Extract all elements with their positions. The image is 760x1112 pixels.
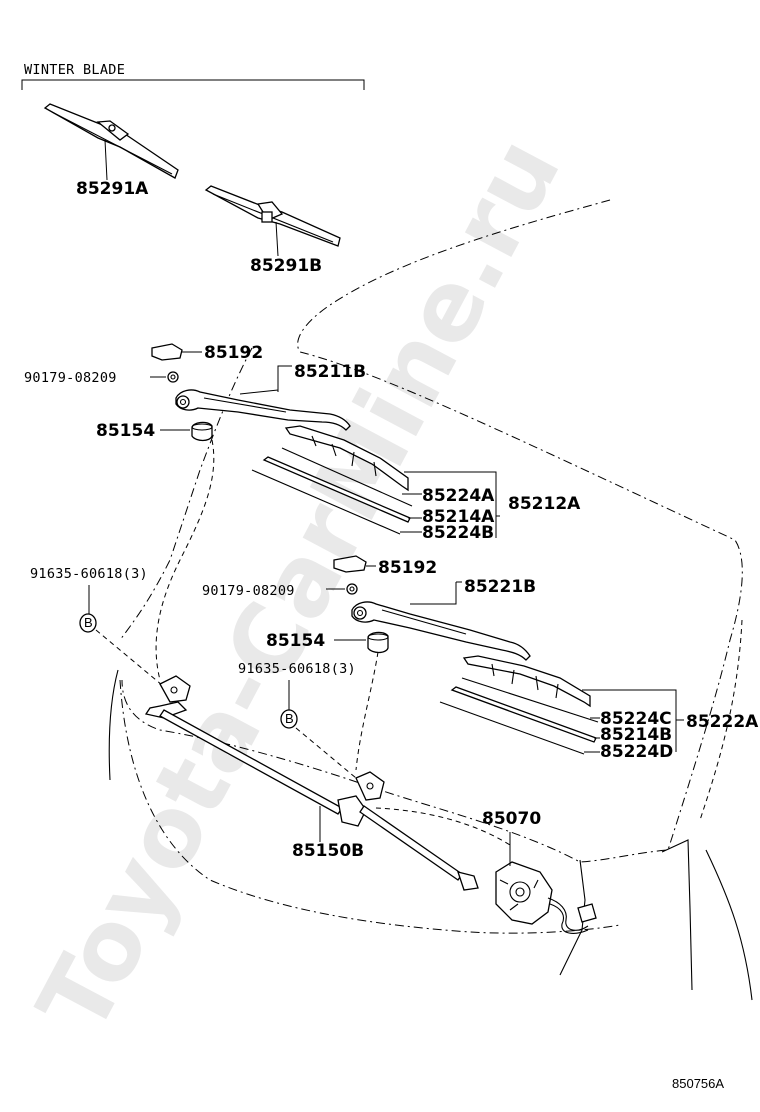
label-85291a[interactable]: 85291A	[76, 179, 149, 199]
leader-85211b	[239, 365, 292, 395]
label-85224b[interactable]: 85224B	[422, 523, 494, 543]
bolt-91635-a-icon[interactable]: B	[79, 613, 97, 633]
label-85214b[interactable]: 85214B	[600, 725, 672, 745]
label-85211b[interactable]: 85211B	[294, 362, 366, 382]
label-91635-a[interactable]: 91635-60618(3)	[30, 566, 148, 582]
section-title: WINTER BLADE	[24, 62, 125, 78]
leader-85291b	[275, 221, 279, 257]
svg-text:B: B	[84, 615, 93, 630]
pivot-seal-85154-b[interactable]	[367, 631, 389, 654]
label-85212a[interactable]: 85212A	[508, 494, 581, 514]
body-edge-left	[108, 669, 119, 781]
pivot-seal-85154-a[interactable]	[191, 421, 213, 442]
bracket-85222a	[582, 689, 684, 752]
pivot-b-path	[355, 651, 379, 771]
wiper-blade-85224a[interactable]	[284, 425, 409, 492]
winter-blade-85291b[interactable]	[204, 185, 341, 247]
body-panel-right	[661, 839, 693, 991]
nut-90179-a[interactable]	[167, 371, 179, 383]
label-91635-b[interactable]: 91635-60618(3)	[238, 661, 356, 677]
cowl-outline	[119, 679, 621, 934]
pivot-a-path	[155, 439, 215, 681]
diagram-ref-number: 850756A	[672, 1076, 724, 1091]
label-90179-b[interactable]: 90179-08209	[202, 583, 295, 599]
pivot-cap-85192-a[interactable]	[151, 343, 183, 361]
label-85221b[interactable]: 85221B	[464, 577, 536, 597]
section-bracket	[21, 79, 365, 90]
label-85224c[interactable]: 85224C	[600, 709, 672, 729]
wiper-arm-85211b[interactable]	[175, 389, 351, 431]
windshield-outline	[121, 199, 743, 863]
label-85154-a[interactable]: 85154	[96, 421, 155, 441]
svg-text:B: B	[285, 711, 294, 726]
leaders-blade-a	[400, 493, 422, 533]
wiper-motor-85070[interactable]	[495, 861, 597, 934]
label-85214a[interactable]: 85214A	[422, 507, 495, 527]
blade-insert-85224b[interactable]	[251, 447, 413, 535]
wiper-blade-85224c[interactable]	[462, 655, 591, 708]
leaders-blade-b	[584, 717, 600, 753]
body-edge-right	[699, 619, 743, 821]
winter-blade-85291a[interactable]	[43, 103, 179, 179]
label-85291b[interactable]: 85291B	[250, 256, 322, 276]
nut-90179-b[interactable]	[346, 583, 358, 595]
pivot-cap-85192-b[interactable]	[333, 555, 367, 573]
label-85150b[interactable]: 85150B	[292, 841, 364, 861]
bolt-b-path	[295, 727, 357, 779]
leader-85291a	[104, 139, 108, 181]
wiper-arm-85221b[interactable]	[351, 601, 531, 661]
label-85070[interactable]: 85070	[482, 809, 541, 829]
fender-edge-right	[705, 849, 753, 1001]
label-85192-a[interactable]: 85192	[204, 343, 263, 363]
blade-insert-85224d[interactable]	[439, 677, 599, 755]
label-85154-b[interactable]: 85154	[266, 631, 325, 651]
label-90179-a[interactable]: 90179-08209	[24, 370, 117, 386]
bolt-a-path	[95, 629, 169, 691]
label-85224d[interactable]: 85224D	[600, 742, 673, 762]
label-85192-b[interactable]: 85192	[378, 558, 437, 578]
label-85224a[interactable]: 85224A	[422, 486, 495, 506]
bracket-85212a	[404, 471, 500, 538]
label-85222a[interactable]: 85222A	[686, 712, 759, 732]
wiper-link-85150b[interactable]	[144, 675, 479, 891]
leader-85221b	[410, 581, 462, 605]
bolt-91635-b-icon[interactable]: B	[280, 709, 298, 729]
